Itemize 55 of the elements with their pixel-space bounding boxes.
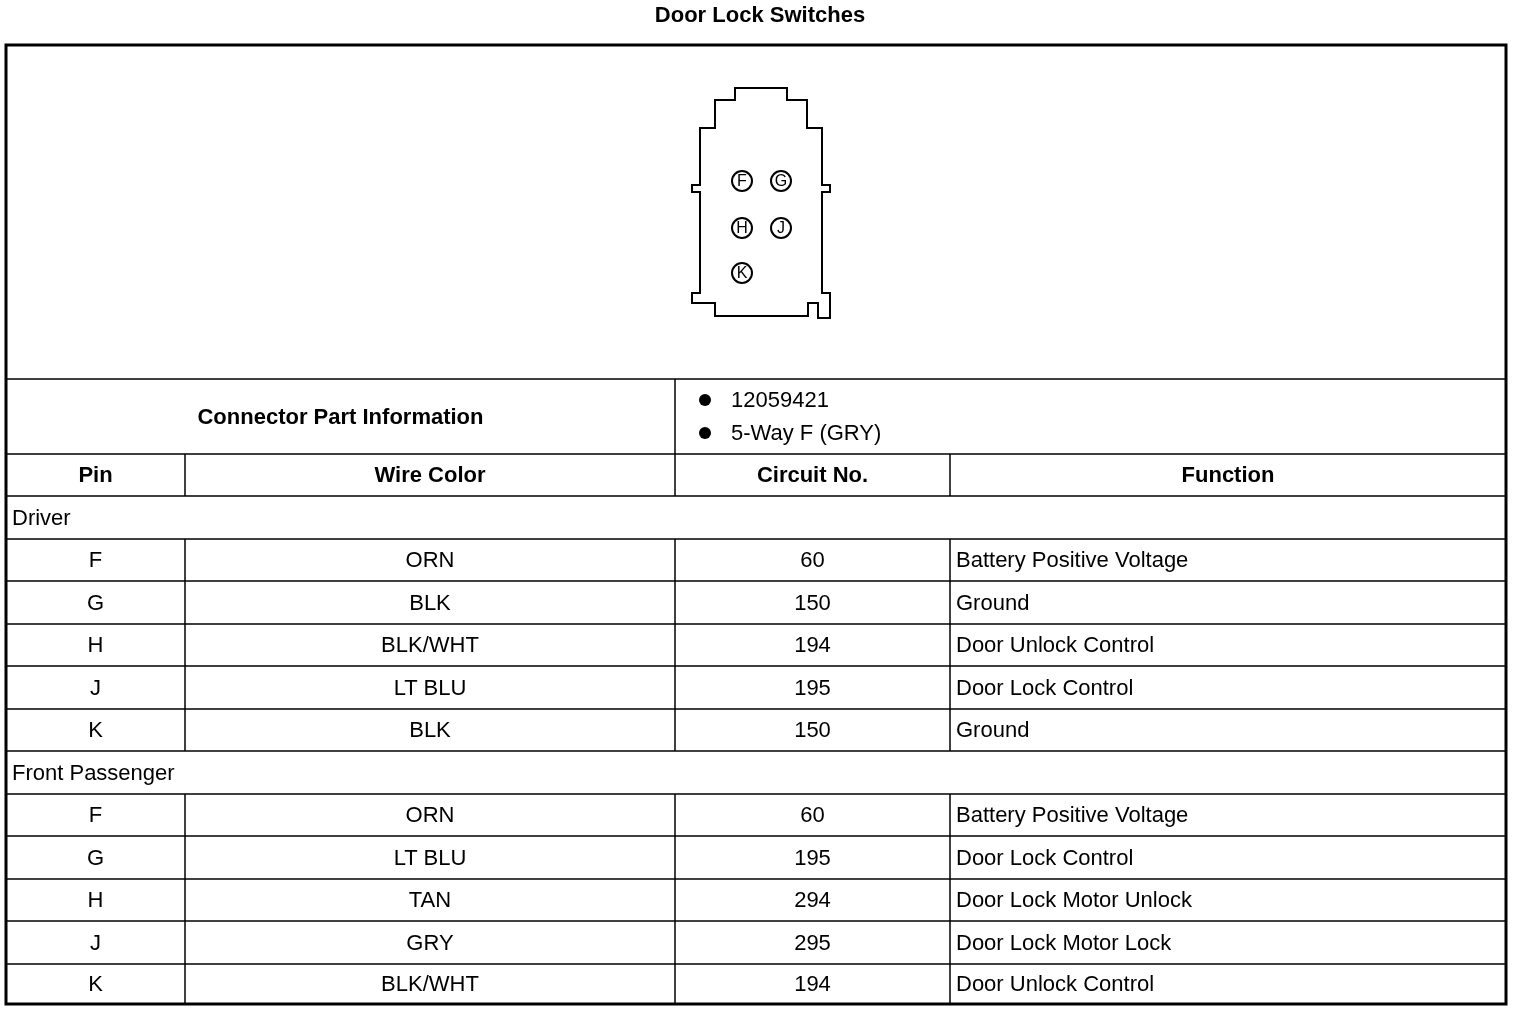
- cell-text: H: [86, 887, 105, 913]
- column-header: Pin: [77, 462, 114, 488]
- cell-text: Door Lock Control: [956, 844, 1134, 871]
- cell-text: J: [89, 674, 102, 701]
- cell-text: ORN: [404, 802, 456, 828]
- cell-text: ORN: [404, 547, 456, 573]
- column-header: Wire Color: [373, 462, 487, 488]
- cell-text: F: [87, 547, 104, 573]
- cell-text: LT BLU: [392, 844, 468, 871]
- cell-text: 60: [799, 547, 826, 573]
- pin-label-circle: H: [731, 217, 753, 239]
- part-info-text: 12059421: [731, 387, 829, 413]
- cell-text: Door Unlock Control: [956, 971, 1155, 997]
- cell-text: BLK/WHT: [380, 971, 480, 997]
- cell-text: TAN: [407, 887, 453, 913]
- cell-text: 294: [793, 887, 832, 913]
- cell-text: J: [89, 929, 102, 956]
- cell-text: Ground: [956, 717, 1030, 743]
- cell-text: 150: [793, 589, 832, 616]
- part-info-text: 5-Way F (GRY): [731, 420, 882, 446]
- pin-label-circle: K: [731, 262, 753, 284]
- cell-text: 194: [793, 632, 832, 658]
- group-label: Driver: [12, 504, 71, 531]
- pin-label-circle: G: [770, 170, 792, 192]
- cell-text: BLK/WHT: [380, 632, 480, 658]
- cell-text: 60: [799, 802, 826, 828]
- pin-label-circle: J: [770, 217, 792, 239]
- cell-text: Battery Positive Voltage: [956, 547, 1189, 573]
- group-label: Front Passenger: [12, 759, 175, 786]
- cell-text: Door Unlock Control: [956, 632, 1155, 658]
- cell-text: Battery Positive Voltage: [956, 802, 1189, 828]
- diagram-title: Door Lock Switches: [653, 2, 867, 28]
- cell-text: 195: [793, 674, 832, 701]
- cell-text: LT BLU: [392, 674, 468, 701]
- cell-text: 295: [793, 929, 832, 956]
- row-header: Connector Part Information: [196, 403, 485, 430]
- column-header: Function: [1180, 462, 1276, 488]
- cell-text: Door Lock Motor Lock: [956, 929, 1172, 956]
- pin-label-circle: F: [731, 170, 753, 192]
- cell-text: BLK: [408, 589, 452, 616]
- column-header: Circuit No.: [755, 462, 870, 488]
- cell-text: 194: [793, 971, 832, 997]
- cell-text: Door Lock Motor Unlock: [956, 887, 1192, 913]
- cell-text: K: [87, 717, 104, 743]
- cell-text: 150: [793, 717, 832, 743]
- cell-text: H: [86, 632, 105, 658]
- cell-text: Ground: [956, 589, 1030, 616]
- cell-text: K: [87, 971, 104, 997]
- cell-text: G: [85, 844, 106, 871]
- cell-text: G: [85, 589, 106, 616]
- cell-text: 195: [793, 844, 832, 871]
- cell-text: Door Lock Control: [956, 674, 1134, 701]
- cell-text: GRY: [405, 929, 455, 956]
- cell-text: BLK: [408, 717, 452, 743]
- cell-text: F: [87, 802, 104, 828]
